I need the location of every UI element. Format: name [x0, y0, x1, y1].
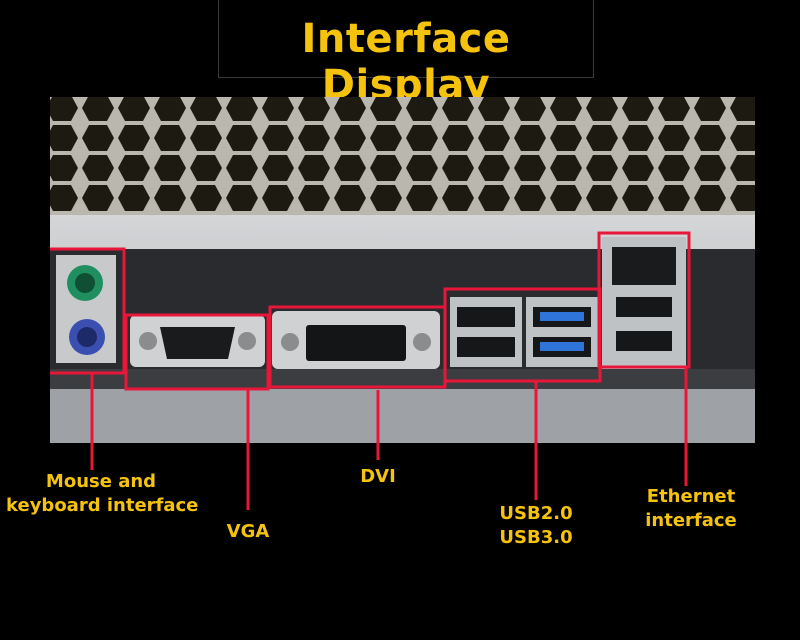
label-line: Ethernet	[646, 486, 736, 507]
label-line: keyboard interface	[6, 495, 199, 516]
usb2-ports	[450, 297, 522, 367]
label-line: USB3.0	[499, 527, 573, 548]
label-vga: VGA	[226, 521, 270, 542]
label-ethernet: Ethernet interface	[636, 485, 746, 533]
label-line: USB2.0	[499, 503, 573, 524]
usb3-ports	[526, 297, 598, 367]
label-mouse-keyboard: Mouse and keyboard interface	[6, 470, 199, 518]
page-title: Interface Display	[301, 16, 511, 108]
label-line: interface	[645, 510, 737, 531]
vga-port	[130, 315, 265, 367]
label-line: Mouse and	[45, 471, 157, 492]
callout-boxes	[50, 231, 691, 391]
label-dvi: DVI	[360, 466, 396, 487]
ps2-ports	[56, 255, 116, 363]
label-usb: USB2.0 USB3.0	[486, 502, 586, 550]
vent-panel	[50, 97, 755, 215]
ethernet-port	[602, 237, 686, 369]
dvi-port	[272, 311, 440, 369]
title-frame: Interface Display	[218, 0, 594, 108]
motherboard-io-photo	[50, 97, 755, 443]
